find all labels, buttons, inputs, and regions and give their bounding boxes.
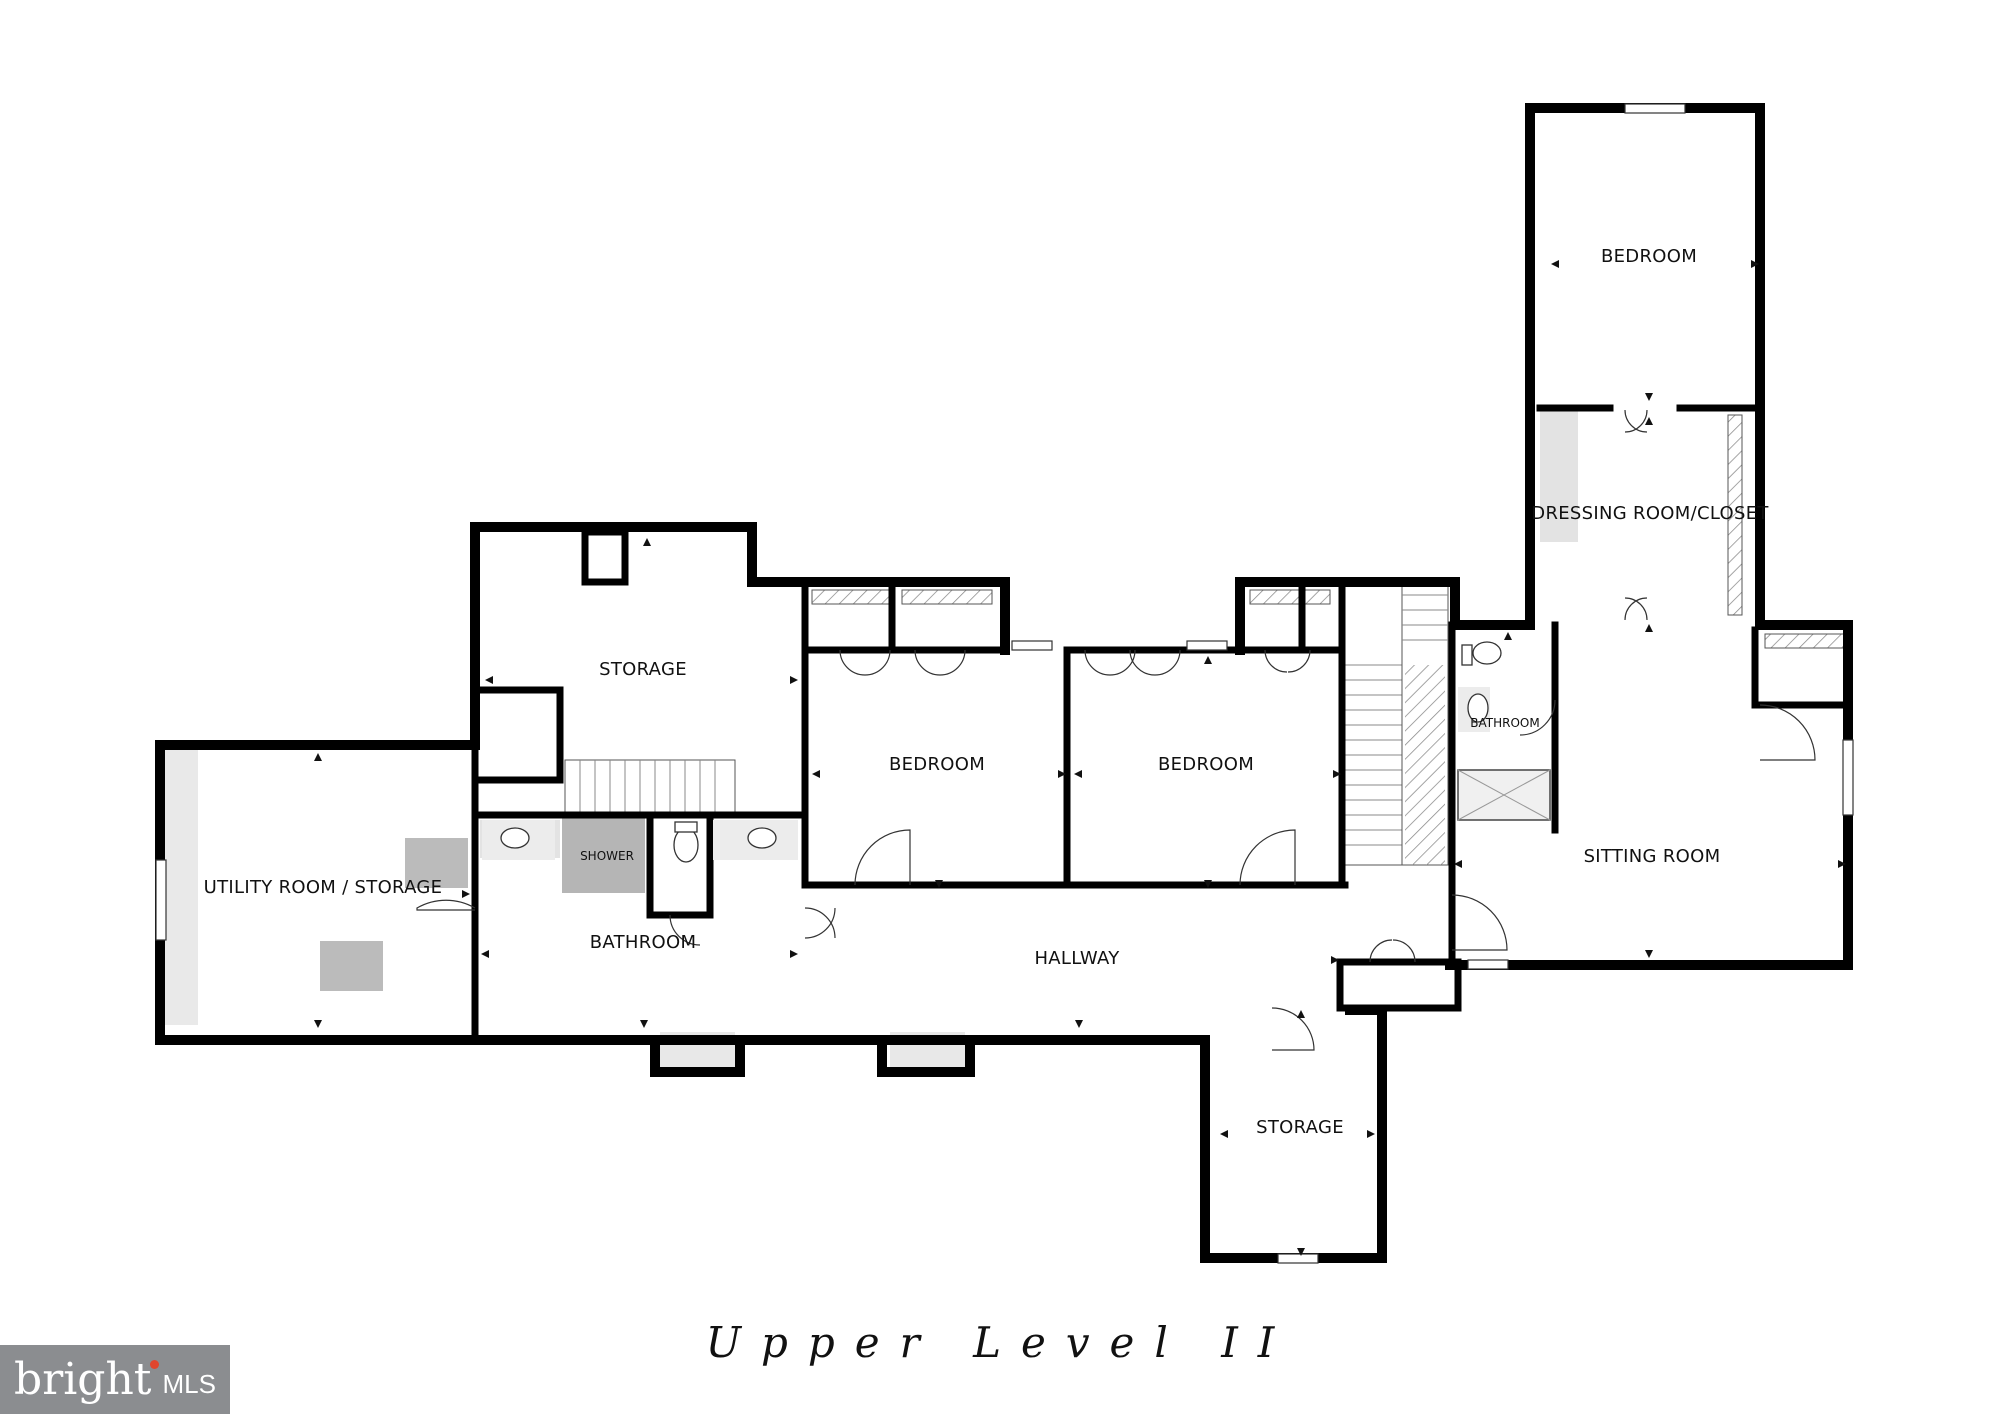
utility-appliances [320, 838, 468, 991]
brand-dot-icon [149, 1360, 159, 1369]
label-storage-north: STORAGE [599, 659, 687, 680]
staircase-right [1341, 584, 1449, 866]
windows [155, 103, 1854, 1264]
label-bedroom-north: BEDROOM [1601, 246, 1697, 267]
label-dressing-room: DRESSING ROOM/CLOSET [1531, 503, 1769, 524]
door-swings [416, 409, 1816, 1051]
label-bedroom-middle-right: BEDROOM [1158, 754, 1254, 775]
label-shower: SHOWER [580, 849, 634, 863]
closet-rods [811, 414, 1846, 649]
dimension-arrows [314, 260, 1846, 1256]
label-bathroom-small: BATHROOM [1470, 716, 1539, 730]
walls [155, 103, 1853, 1263]
room-labels: BEDROOM DRESSING ROOM/CLOSET STORAGE BED… [204, 246, 1769, 1138]
staircase-left [564, 759, 736, 813]
plan-title: Upper Level II [705, 1318, 1295, 1367]
label-utility-room: UTILITY ROOM / STORAGE [204, 877, 443, 898]
bright-mls-logo: bright MLS [0, 1345, 230, 1414]
label-hallway: HALLWAY [1034, 948, 1120, 969]
label-bedroom-middle-left: BEDROOM [889, 754, 985, 775]
small-bathroom-shower [1457, 769, 1551, 821]
fixtures [482, 641, 1502, 863]
brand-suffix: MLS [162, 1369, 216, 1399]
shower-stall [562, 815, 645, 893]
label-bathroom-main: BATHROOM [590, 932, 697, 953]
label-sitting-room: SITTING ROOM [1584, 846, 1721, 867]
brand-word: bright [14, 1354, 152, 1405]
label-storage-south: STORAGE [1256, 1117, 1344, 1138]
